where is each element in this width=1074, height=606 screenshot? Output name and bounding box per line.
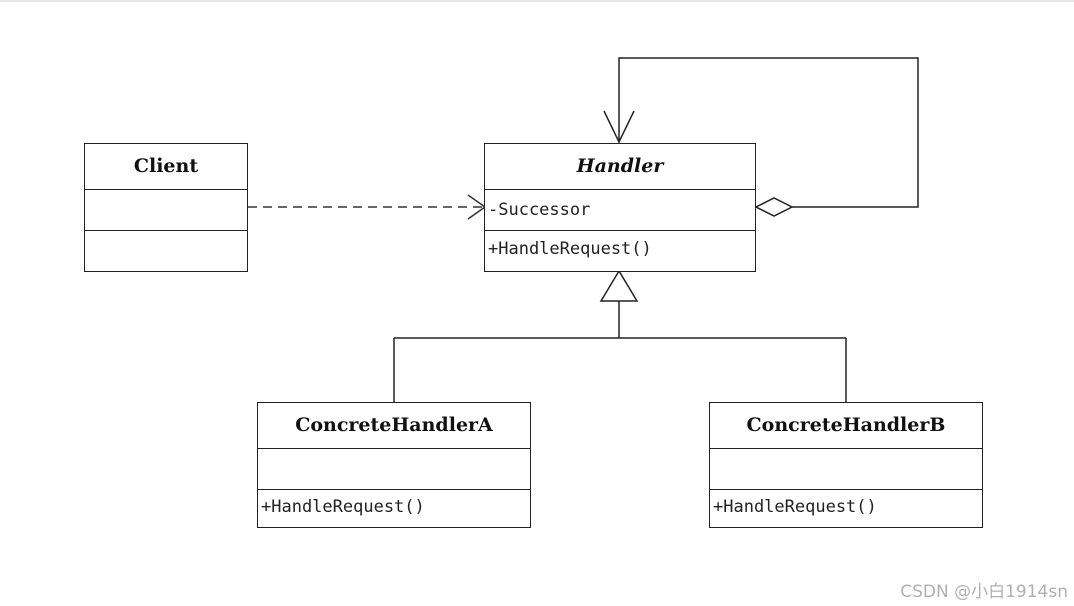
dependency-client-handler xyxy=(248,194,487,220)
class-concrete-handler-b-operations: +HandleRequest() xyxy=(710,489,982,526)
class-concrete-handler-a-name: ConcreteHandlerA xyxy=(295,414,493,436)
class-concrete-handler-a[interactable]: ConcreteHandlerA +HandleRequest() xyxy=(257,402,531,528)
generalization-tree xyxy=(393,269,847,402)
watermark: CSDN @小白1914sn xyxy=(900,582,1068,602)
inheritance-triangle xyxy=(599,269,639,302)
class-handler-name: Handler xyxy=(576,155,664,177)
top-border xyxy=(0,0,1074,2)
class-handler-operations: +HandleRequest() xyxy=(485,230,755,270)
aggregation-diamond xyxy=(754,197,794,217)
class-client-name: Client xyxy=(133,155,199,177)
aggregation-successor-loop xyxy=(603,57,919,217)
class-concrete-handler-b-name: ConcreteHandlerB xyxy=(746,414,946,436)
class-handler-attributes: -Successor xyxy=(485,189,755,230)
class-concrete-handler-a-attributes xyxy=(258,448,530,489)
class-client-operations xyxy=(85,230,247,270)
class-client-attributes xyxy=(85,189,247,230)
class-handler[interactable]: Handler -Successor +HandleRequest() xyxy=(484,143,756,272)
class-concrete-handler-b[interactable]: ConcreteHandlerB +HandleRequest() xyxy=(709,402,983,528)
class-concrete-handler-b-attributes xyxy=(710,448,982,489)
class-concrete-handler-a-operations: +HandleRequest() xyxy=(258,489,530,526)
navigation-arrowhead xyxy=(603,110,635,144)
class-client[interactable]: Client xyxy=(84,143,248,272)
